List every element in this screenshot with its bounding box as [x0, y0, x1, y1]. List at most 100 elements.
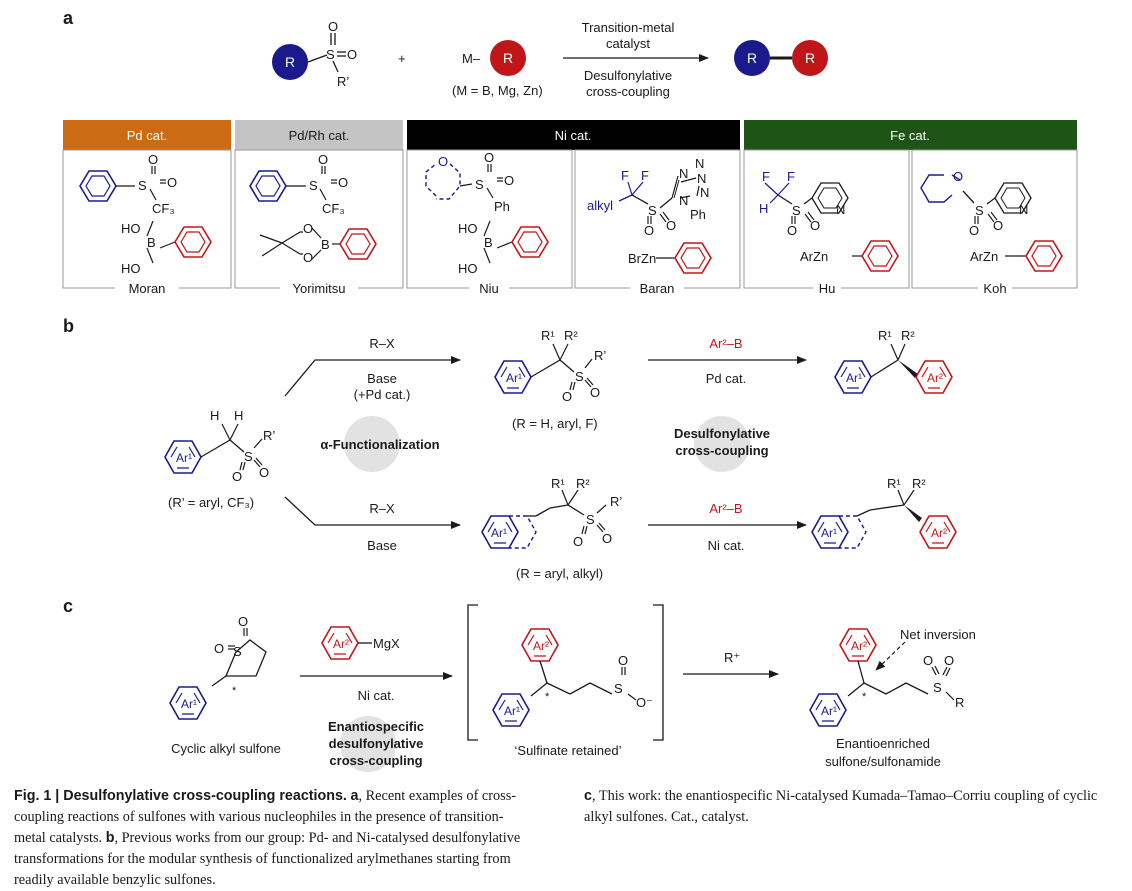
reagent-ar2b: Ar²–B	[709, 336, 742, 351]
label-ar1: Ar¹	[821, 526, 837, 540]
atom-label: S	[975, 203, 984, 218]
atom-label: alkyl	[587, 198, 613, 213]
label-ar1: Ar¹	[504, 704, 520, 718]
caption-c-text: , This work: the enantiospecific Ni-cata…	[584, 788, 1098, 825]
atom-label: S	[244, 449, 253, 464]
label-ar1: Ar¹	[846, 371, 862, 385]
cyclic-sulfone-structure	[169, 628, 267, 720]
example-author: Hu	[819, 281, 836, 296]
label-ar2: Ar²	[931, 526, 947, 540]
atom-label: N	[695, 156, 704, 171]
atom-label: S	[648, 203, 657, 218]
alpha-functionalized-sulfone-naph	[481, 489, 607, 549]
atom-label: O	[993, 218, 1003, 233]
enantio-label: cross-coupling	[329, 753, 422, 768]
r-label: R	[285, 54, 295, 70]
label-r1: R¹	[887, 476, 901, 491]
atom-label: O	[338, 175, 348, 190]
sulfinate-label: ‘Sulfinate retained’	[515, 743, 622, 758]
label-r-prime: R’	[610, 494, 622, 509]
label-ar2: Ar²	[533, 639, 549, 653]
label-h: H	[210, 408, 219, 423]
atom-label: O	[618, 653, 628, 668]
atom-label: N	[700, 185, 709, 200]
highlight-circle	[340, 716, 396, 772]
atom-label: HO	[121, 221, 141, 236]
atom-label: ArZn	[970, 249, 998, 264]
atom-label: HO	[458, 221, 478, 236]
atom-label: O	[167, 175, 177, 190]
r-label: R	[747, 50, 757, 66]
label-ar1: Ar¹	[821, 704, 837, 718]
atom-label: O	[238, 614, 248, 629]
atom-label: O	[923, 653, 933, 668]
label-ar2: Ar²	[333, 637, 349, 651]
atom-label: O	[953, 169, 963, 184]
example-box-moran	[62, 149, 232, 289]
atom-label: F	[641, 168, 649, 183]
product-label: sulfone/sulfonamide	[825, 754, 941, 769]
panel-label-c: c	[63, 596, 73, 616]
label-ar1: Ar¹	[491, 526, 507, 540]
label-r-prime: R’	[263, 428, 275, 443]
enantio-label: Enantiospecific	[328, 719, 424, 734]
label-r2: R²	[912, 476, 926, 491]
example-box-niu	[406, 149, 573, 289]
category-bar-fe	[744, 120, 1077, 150]
reagent-mgx: MgX	[373, 636, 400, 651]
enantioenriched-product	[809, 628, 955, 727]
diarylmethane-product	[834, 343, 953, 394]
atom-label: O	[232, 469, 242, 484]
conditions-top: catalyst	[606, 36, 650, 51]
stereo-star: *	[862, 691, 867, 703]
category-label-pd: Pd cat.	[127, 128, 167, 143]
conditions-bottom: cross-coupling	[586, 84, 670, 99]
atom-label: O	[438, 154, 448, 169]
product-label: Enantioenriched	[836, 736, 930, 751]
label-r1: R¹	[878, 328, 892, 343]
base-label: Base	[367, 538, 397, 553]
example-author: Niu	[479, 281, 499, 296]
metal-label: M–	[462, 51, 481, 66]
yorimitsu-structure	[249, 166, 377, 260]
conditions-top: Transition-metal	[582, 20, 675, 35]
atom-label: O	[590, 385, 600, 400]
atom-label: O	[573, 534, 583, 549]
atom-label: O	[969, 223, 979, 238]
oxygen-label: O	[328, 19, 338, 34]
category-label-pdrh: Pd/Rh cat.	[289, 128, 350, 143]
base-pd-cat: (+Pd cat.)	[354, 387, 411, 402]
atom-label: S	[586, 512, 595, 527]
panel-label-b: b	[63, 316, 74, 336]
desulfonylative-label: Desulfonylative	[674, 426, 770, 441]
caption-c-label: c	[584, 788, 592, 804]
atom-label: N	[836, 202, 845, 217]
alpha-functionalization: α-Functionalization	[320, 437, 439, 452]
atom-label: BrZn	[628, 251, 656, 266]
label-ar1: Ar¹	[176, 451, 192, 465]
atom-label: F	[621, 168, 629, 183]
r-note-bottom: (R = aryl, alkyl)	[516, 566, 603, 581]
figure-caption-right: c, This work: the enantiospecific Ni-cat…	[584, 786, 1124, 828]
net-inversion-label: Net inversion	[900, 627, 976, 642]
atom-label: S	[233, 644, 242, 659]
atom-label: O	[666, 218, 676, 233]
atom-label: N	[679, 166, 688, 181]
pd-cat-label: Pd cat.	[706, 371, 746, 386]
atom-label: S	[614, 681, 623, 696]
atom-label: O	[787, 223, 797, 238]
label-ar2: Ar²	[851, 639, 867, 653]
bracket-left	[467, 604, 478, 741]
label-ar2: Ar²	[927, 371, 943, 385]
r-blue-circle	[734, 40, 770, 76]
label-r2: R²	[564, 328, 578, 343]
conditions-bottom: Desulfonylative	[584, 68, 672, 83]
label-ar1: Ar¹	[181, 697, 197, 711]
ni-cat-label: Ni cat.	[708, 538, 745, 553]
bracket-right	[653, 604, 664, 741]
caption-fig-label: Fig. 1 | Desulfonylative cross-coupling …	[14, 788, 347, 804]
atom-label: R	[955, 695, 964, 710]
r-red-circle	[792, 40, 828, 76]
atom-label: F	[787, 169, 795, 184]
